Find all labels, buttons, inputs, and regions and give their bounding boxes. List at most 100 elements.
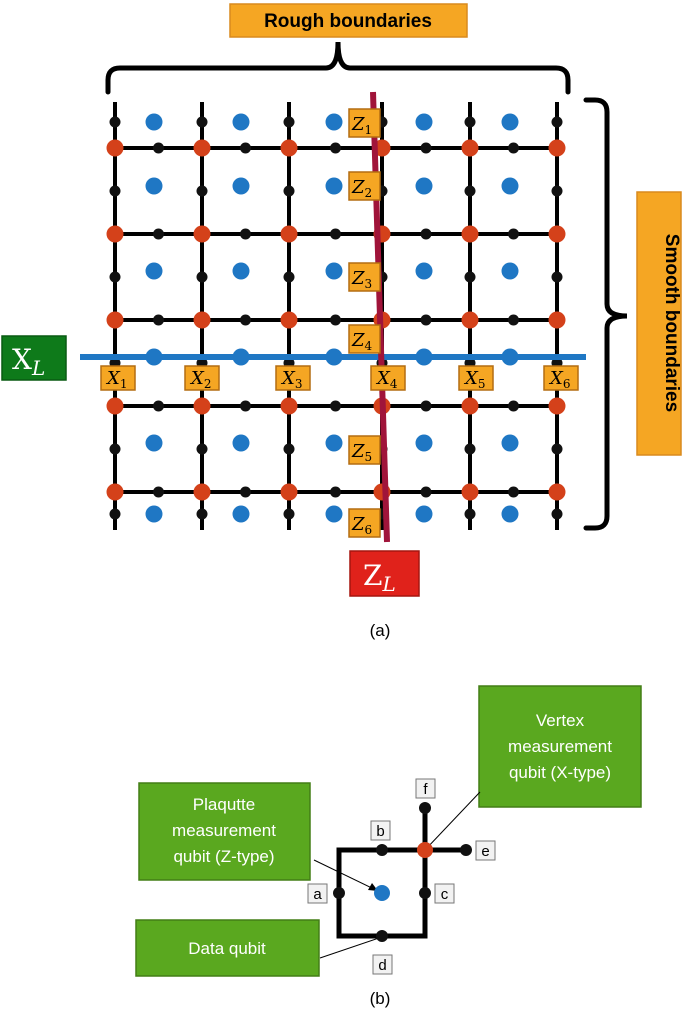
z-logical-line (370, 91, 390, 543)
data-qubit (283, 271, 295, 283)
plaquette-qubit (145, 434, 163, 452)
caption-b: (b) (370, 989, 391, 1008)
rough-brace (105, 41, 571, 95)
vertex-qubit (193, 225, 211, 243)
qubit-lattice (106, 102, 566, 530)
plaquette-qubit (415, 434, 433, 452)
data-qubit-c (419, 887, 431, 899)
svg-text:X1: X1 (105, 368, 127, 391)
svg-text:X5: X5 (463, 368, 485, 391)
svg-text:X4: X4 (375, 368, 398, 391)
data-qubit (508, 228, 519, 240)
svg-text:Z3: Z3 (351, 268, 372, 291)
data-qubit-a (333, 887, 345, 899)
data-qubit (240, 486, 251, 498)
z-operator-label: Z1 (348, 108, 381, 138)
plaquette-qubit (232, 177, 250, 195)
x-operator-label: X6 (543, 365, 579, 391)
x-operator-label: X3 (275, 365, 311, 391)
svg-text:X3: X3 (280, 368, 302, 391)
data-qubit-d (376, 930, 388, 942)
plaquette-qubit (325, 113, 343, 131)
z-operator-label: Z3 (348, 262, 381, 292)
vertex-label-line2: measurement (508, 737, 612, 756)
z-operator-label: Z5 (348, 435, 381, 465)
rough-boundaries-label: Rough boundaries (264, 11, 432, 32)
qubit-letter-c: c (434, 883, 455, 904)
data-qubit (240, 228, 251, 240)
x-operator-label: X2 (184, 365, 220, 391)
vertex-label-box (478, 685, 642, 808)
plaquette-label-line2: measurement (172, 821, 276, 840)
data-qubit (109, 185, 121, 197)
vertex-qubit (548, 397, 566, 415)
qubit-letter-a: a (307, 883, 328, 904)
panel-b: Vertex measurement qubit (X-type) Plaqut… (135, 685, 642, 1008)
svg-text:Z6: Z6 (351, 514, 372, 537)
vertex-qubit (548, 225, 566, 243)
data-qubit (464, 116, 476, 128)
rough-boundaries-box (229, 3, 468, 38)
data-qubit (283, 508, 295, 520)
data-qubit (420, 400, 432, 412)
data-qubit (508, 142, 519, 154)
plaquette-qubit (232, 434, 250, 452)
plaquette-qubit (325, 262, 343, 280)
data-qubit-b (376, 844, 388, 856)
data-qubit (464, 508, 476, 520)
qubit-letter-b: b (370, 820, 391, 841)
data-qubit (551, 508, 563, 520)
plaquette-qubit (501, 434, 519, 452)
vertex-qubit (106, 397, 124, 415)
plaquette-qubit (415, 505, 433, 523)
plaquette-qubit (145, 113, 163, 131)
z-logical-label: ZL (363, 559, 396, 596)
svg-text:X6: X6 (548, 368, 570, 391)
vertex-qubit (417, 842, 433, 858)
vertex-label-line1: Vertex (536, 711, 585, 730)
vertex-pointer (424, 791, 481, 851)
plaquette-pointer (313, 859, 379, 892)
vertex-qubit (193, 397, 211, 415)
vertex-qubit (106, 311, 124, 329)
plaquette-qubit (415, 113, 433, 131)
data-qubit (240, 142, 251, 154)
data-qubit (330, 142, 341, 154)
z-logical-box (349, 550, 420, 597)
svg-text:Z1: Z1 (351, 114, 372, 137)
data-qubit (196, 508, 208, 520)
data-qubit (109, 116, 121, 128)
vertex-qubit (280, 225, 298, 243)
svg-text:X2: X2 (189, 368, 211, 391)
vertex-qubit (280, 483, 298, 501)
plaquette-qubit (325, 434, 343, 452)
svg-text:Z2: Z2 (351, 177, 372, 200)
svg-text:e: e (481, 843, 489, 860)
svg-text:Z4: Z4 (351, 330, 373, 353)
z-operator-label: Z4 (348, 324, 381, 354)
data-qubit (283, 116, 295, 128)
plaquette-qubit (145, 505, 163, 523)
plaquette-qubit (501, 177, 519, 195)
plaquette-qubit (374, 885, 390, 901)
vertex-qubit (548, 311, 566, 329)
plaquette-qubit (232, 113, 250, 131)
plaquette-qubit (145, 262, 163, 280)
data-qubit (330, 400, 341, 412)
data-qubit (240, 400, 251, 412)
qubit-letter-f: f (415, 778, 436, 799)
vertex-qubit (193, 311, 211, 329)
vertex-qubit (106, 225, 124, 243)
x-operator-label: X1 (100, 365, 136, 391)
data-qubit (196, 443, 208, 455)
data-qubit (551, 185, 563, 197)
data-qubit (508, 486, 519, 498)
smooth-brace (583, 97, 628, 531)
plaquette-label-line1: Plaqutte (193, 795, 255, 814)
x-operator-labels: X1 X2 X3 X4 X5 X6 (100, 365, 579, 391)
plaquette-qubit (232, 505, 250, 523)
plaquette-qubit (415, 177, 433, 195)
data-qubit (283, 443, 295, 455)
data-qubit (196, 271, 208, 283)
